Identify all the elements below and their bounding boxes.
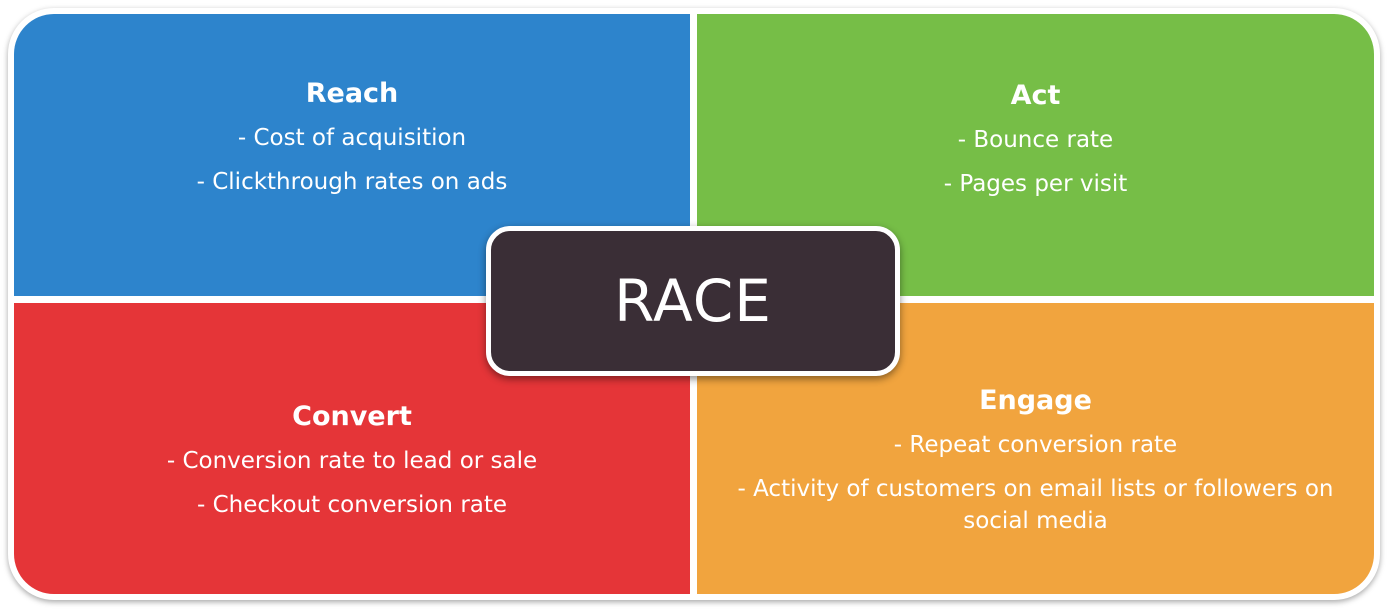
metric-cost-of-acquisition: - Cost of acquisition xyxy=(237,125,467,151)
metric-bounce-rate: - Bounce rate xyxy=(957,127,1114,153)
quadrant-title-convert: Convert xyxy=(292,401,412,432)
metric-pages-per-visit: - Pages per visit xyxy=(943,171,1128,197)
center-title: RACE xyxy=(614,267,772,335)
metric-repeat-conversion-rate: - Repeat conversion rate xyxy=(893,432,1178,458)
quadrant-title-reach: Reach xyxy=(305,78,399,109)
quadrant-title-act: Act xyxy=(1010,80,1061,111)
quadrant-title-engage: Engage xyxy=(979,385,1092,416)
metric-customer-activity: - Activity of customers on email lists o… xyxy=(737,476,1334,534)
quadrant-reach: Reach - Cost of acquisition - Clickthrou… xyxy=(14,14,690,296)
metric-checkout-conversion-rate: - Checkout conversion rate xyxy=(196,492,508,518)
center-label-box: RACE xyxy=(486,226,900,376)
metric-conversion-rate-lead-sale: - Conversion rate to lead or sale xyxy=(166,448,538,474)
metric-clickthrough-rates: - Clickthrough rates on ads xyxy=(196,169,508,195)
